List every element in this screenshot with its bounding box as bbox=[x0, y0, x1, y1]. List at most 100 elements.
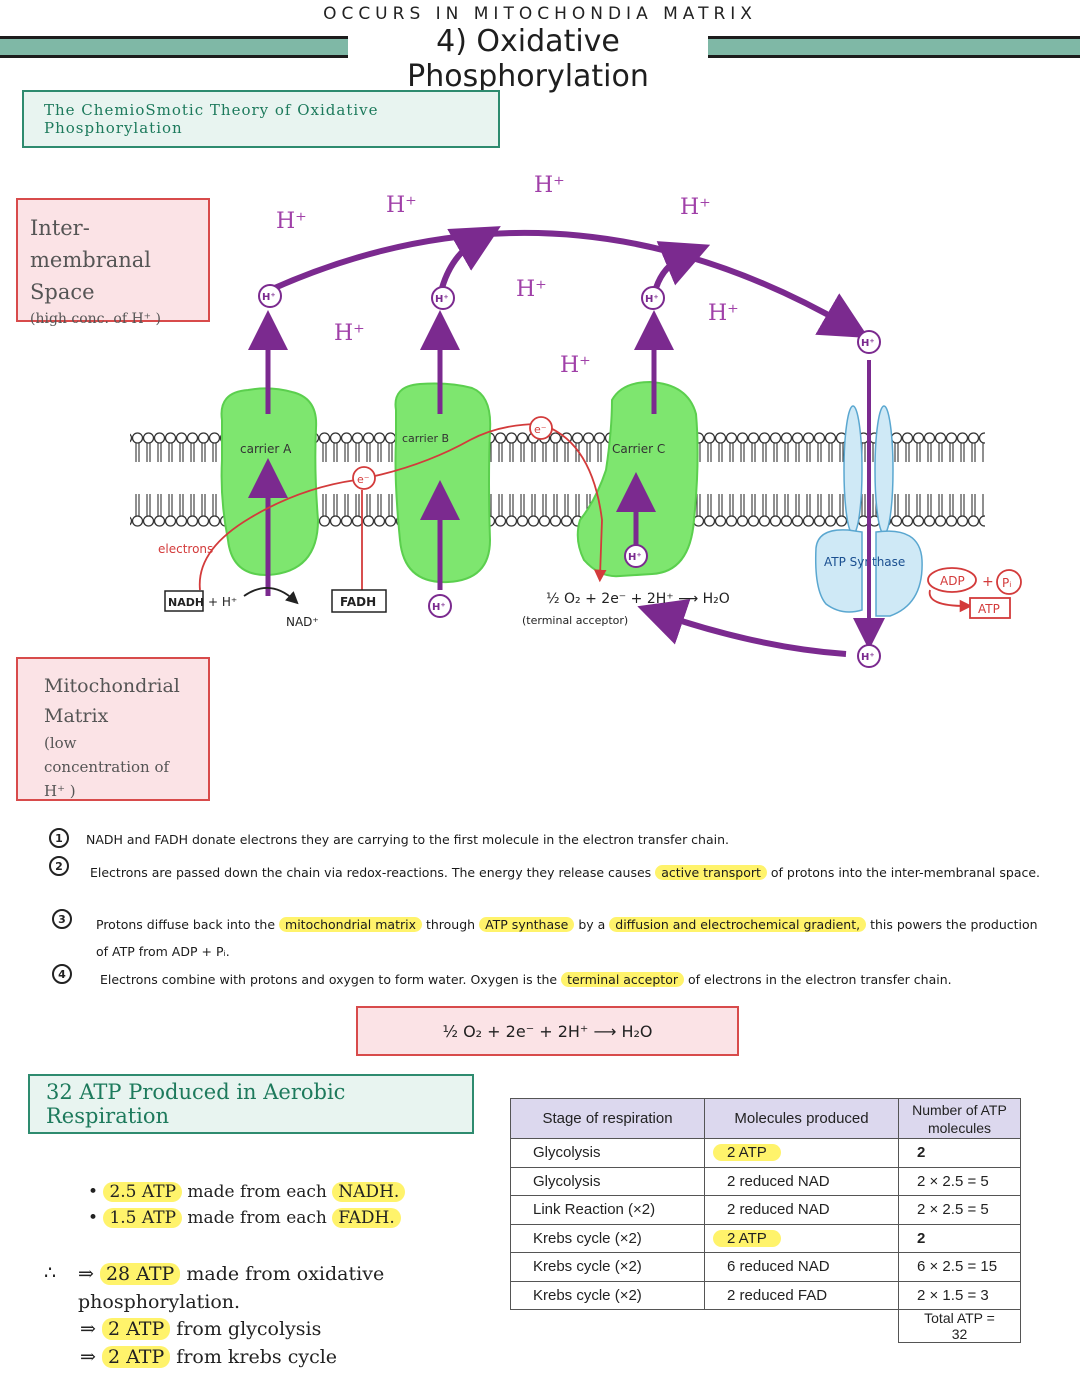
table-cell: Glycolysis bbox=[510, 1138, 705, 1168]
h-ion-label: H⁺ bbox=[861, 652, 875, 663]
bullet-highlight: 2.5 ATP bbox=[103, 1182, 183, 1202]
conclusion-3: ⇒ 2 ATP from krebs cycle bbox=[80, 1346, 337, 1368]
floating-h: H⁺ bbox=[534, 173, 565, 198]
intermembrane-title: Inter-membranal Space bbox=[30, 216, 152, 304]
electron-label: e⁻ bbox=[534, 423, 547, 436]
nad-label: NAD⁺ bbox=[286, 615, 319, 629]
matrix-note: (low concentration of H⁺ ) bbox=[44, 734, 170, 800]
note-highlight: terminal acceptor bbox=[561, 972, 684, 987]
bullet-highlight: FADH. bbox=[332, 1208, 401, 1228]
table-cell: 2 × 2.5 = 5 bbox=[898, 1195, 1021, 1225]
pi-circle bbox=[996, 569, 1022, 595]
table-cell: 2 × 2.5 = 5 bbox=[898, 1166, 1021, 1196]
table-cell: 2 reduced NAD bbox=[704, 1166, 899, 1196]
h-ion-label: H⁺ bbox=[432, 602, 446, 613]
table-cell: Krebs cycle (×2) bbox=[510, 1223, 705, 1253]
note-text: Protons diffuse back into the bbox=[96, 917, 276, 932]
h-ion-label: H⁺ bbox=[861, 338, 875, 349]
note-text: through bbox=[425, 917, 476, 932]
page-subtitle: OCCURS IN MITOCHONDIA MATRIX bbox=[323, 4, 757, 24]
plus-label: + bbox=[982, 574, 994, 590]
matrix-title: Mitochondrial Matrix bbox=[44, 675, 180, 727]
table-row: Krebs cycle (×2) 2 reduced FAD 2 × 1.5 =… bbox=[510, 1280, 1021, 1310]
note-number: 2 bbox=[49, 856, 69, 876]
conclusion-highlight: 2 ATP bbox=[101, 1346, 171, 1368]
table-header-row: Stage of respiration Molecules produced … bbox=[510, 1098, 1021, 1139]
conclusion-1: ⇒ 28 ATP made from oxidative phosphoryla… bbox=[78, 1260, 418, 1316]
electron-label: e⁻ bbox=[357, 473, 370, 486]
table-cell: 2 × 1.5 = 3 bbox=[898, 1280, 1021, 1310]
floating-h: H⁺ bbox=[680, 195, 711, 220]
atp-synthase-label: ATP Synthase bbox=[824, 555, 905, 569]
electrons-label: electrons bbox=[158, 542, 213, 556]
equation: ½ O₂ + 2e⁻ + 2H⁺ ⟶ H₂O bbox=[442, 1021, 653, 1041]
table-row: Glycolysis 2 reduced NAD 2 × 2.5 = 5 bbox=[510, 1166, 1021, 1196]
cell-highlight: 2 ATP bbox=[713, 1229, 781, 1247]
note-number: 4 bbox=[52, 964, 72, 984]
floating-h: H⁺ bbox=[334, 321, 365, 346]
table-cell: 2 bbox=[898, 1138, 1021, 1168]
title-bar-right bbox=[708, 36, 1080, 58]
conclusion-text: from glycolysis bbox=[176, 1318, 322, 1340]
water-proton-arrow bbox=[637, 598, 847, 657]
adp-label: ADP bbox=[940, 574, 965, 588]
h-ion-label: H⁺ bbox=[645, 294, 659, 305]
bullet-highlight: 1.5 ATP bbox=[103, 1208, 183, 1228]
note-text: of protons into the inter-membranal spac… bbox=[770, 865, 1041, 880]
floating-h: H⁺ bbox=[386, 193, 417, 218]
water-equation: ½ O₂ + 2e⁻ + 2H⁺ ⟶ H₂O bbox=[546, 591, 730, 607]
electron-circle bbox=[529, 416, 553, 440]
floating-h: H⁺ bbox=[276, 209, 307, 234]
table-header: Number of ATP molecules bbox=[898, 1098, 1021, 1139]
note-number: 1 bbox=[49, 828, 69, 848]
nadh-box bbox=[164, 590, 204, 612]
carrier-b-label: carrier B bbox=[402, 432, 449, 445]
note-highlight: diffusion and electrochemical gradient, bbox=[609, 917, 867, 932]
note-1: NADH and FADH donate electrons they are … bbox=[86, 832, 1046, 847]
pi-label: Pᵢ bbox=[1002, 576, 1011, 590]
floating-h-ions: H⁺ H⁺ H⁺ H⁺ H⁺ H⁺ H⁺ H⁺ bbox=[276, 173, 739, 378]
arrow-icon: ⇒ bbox=[80, 1318, 96, 1340]
atp-box bbox=[969, 597, 1011, 619]
note-2: Electrons are passed down the chain via … bbox=[90, 859, 1050, 886]
table-cell: 6 × 2.5 = 15 bbox=[898, 1252, 1021, 1282]
proton-arrow-c-curve bbox=[653, 241, 711, 290]
table-total-row: Total ATP = 32 bbox=[511, 1309, 1021, 1343]
fadh-box bbox=[331, 589, 387, 613]
bullet-dot: • bbox=[88, 1182, 99, 1202]
table-cell: Krebs cycle (×2) bbox=[510, 1280, 705, 1310]
atp-synthase bbox=[814, 405, 923, 617]
note-4: Electrons combine with protons and oxyge… bbox=[100, 966, 1050, 993]
total-atp: Total ATP = 32 bbox=[898, 1309, 1021, 1343]
table-cell: 2 bbox=[898, 1223, 1021, 1253]
note-number: 3 bbox=[52, 909, 72, 929]
proton-arrow-b-curve bbox=[439, 226, 501, 289]
conclusion-2: ⇒ 2 ATP from glycolysis bbox=[80, 1318, 321, 1340]
atp-bullet: • 2.5 ATP made from each NADH. bbox=[88, 1182, 406, 1202]
table-row: Glycolysis 2 ATP 2 bbox=[510, 1138, 1021, 1168]
conclusion-highlight: 2 ATP bbox=[101, 1318, 171, 1340]
table-cell: 2 reduced NAD bbox=[704, 1195, 899, 1225]
table-cell: 2 ATP bbox=[704, 1223, 899, 1253]
atp-section-title-box: 32 ATP Produced in Aerobic Respiration bbox=[28, 1074, 474, 1134]
conclusion-highlight: 28 ATP bbox=[99, 1263, 181, 1285]
h-ion-circles: H⁺ H⁺ H⁺ H⁺ H⁺ H⁺ H⁺ bbox=[258, 284, 881, 668]
electron-circle bbox=[352, 466, 376, 490]
floating-h: H⁺ bbox=[516, 277, 547, 302]
bullet-dot: • bbox=[88, 1208, 99, 1228]
table-header: Stage of respiration bbox=[510, 1098, 705, 1139]
note-highlight: ATP synthase bbox=[479, 917, 575, 932]
equation-box: ½ O₂ + 2e⁻ + 2H⁺ ⟶ H₂O bbox=[356, 1006, 739, 1056]
table-cell: 6 reduced NAD bbox=[704, 1252, 899, 1282]
note-text: Electrons are passed down the chain via … bbox=[90, 865, 652, 880]
table-row: Link Reaction (×2) 2 reduced NAD 2 × 2.5… bbox=[510, 1195, 1021, 1225]
terminal-acceptor-label: (terminal acceptor) bbox=[522, 614, 628, 627]
bullet-text: made from each bbox=[187, 1182, 327, 1202]
matrix-label-box: Mitochondrial Matrix (low concentration … bbox=[16, 657, 210, 801]
intermembrane-note: (high conc. of H⁺ ) bbox=[30, 311, 161, 327]
h-ion-label: H⁺ bbox=[628, 552, 642, 563]
atp-label: ATP bbox=[978, 602, 1000, 616]
plus-h-label: + H⁺ bbox=[208, 595, 237, 609]
table-cell: Glycolysis bbox=[510, 1166, 705, 1196]
carrier-c-label: Carrier C bbox=[612, 442, 665, 456]
